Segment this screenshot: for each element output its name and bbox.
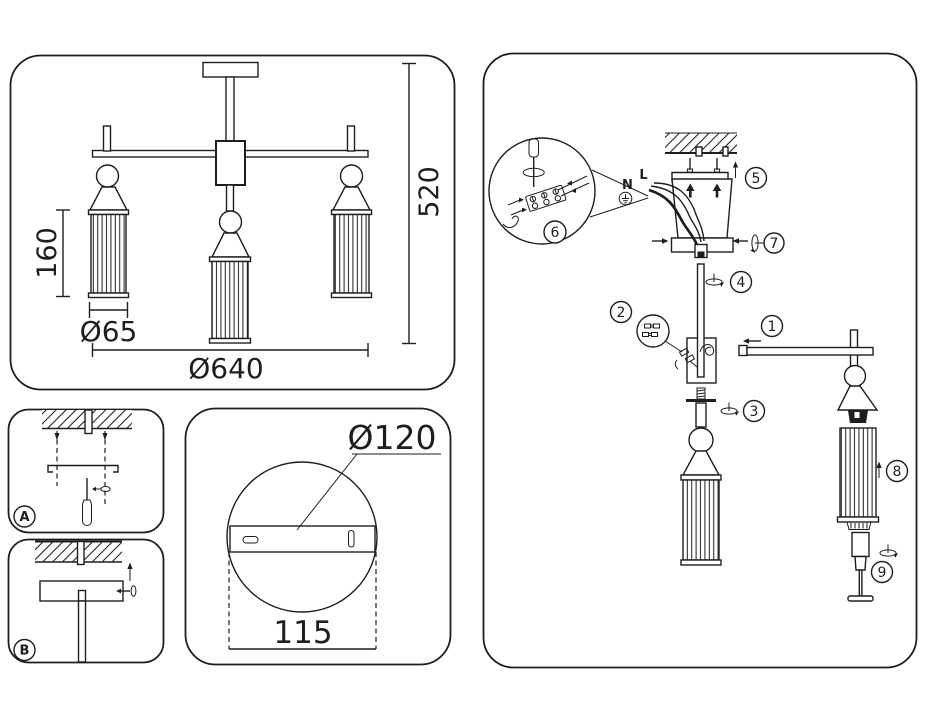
up-arrow-icon [876, 461, 882, 468]
coiled-wire [699, 344, 715, 356]
down-arrow-icon [102, 433, 108, 441]
socket-thread [846, 521, 872, 530]
step-2-connectors [636, 314, 715, 370]
canopy-circle [226, 461, 378, 613]
hanging-rod-b-upper [76, 540, 85, 566]
ceiling-plate [202, 61, 259, 78]
alignment-guides [54, 431, 108, 505]
mounting-bracket-a [47, 464, 119, 473]
wire-neutral-label: N [622, 178, 633, 193]
step-5-badge [744, 166, 768, 190]
shade-body [839, 427, 877, 518]
push-in-arrows [652, 238, 748, 244]
step-7-label: 7 [770, 236, 779, 252]
dim-total-diameter: Ø640 [91, 343, 369, 385]
ceiling-hatch-assembly [665, 132, 737, 157]
dim-shade-diameter: Ø65 [80, 302, 138, 348]
dim-total-diameter-label: Ø640 [188, 352, 263, 385]
bulb-disc [847, 595, 874, 602]
ground-icon [618, 191, 633, 206]
screw-icon [116, 585, 137, 597]
step-3-badge [742, 399, 766, 423]
step-6-label: 6 [551, 225, 560, 241]
step-1-label: 1 [768, 319, 777, 335]
lamp-left [87, 125, 130, 299]
step-5-label: 5 [752, 171, 761, 187]
step-4-badge [729, 270, 753, 294]
connector-pair [674, 347, 698, 370]
lamp-middle [208, 184, 252, 344]
step-6-badge [543, 220, 567, 244]
detail-b-badge [13, 638, 36, 662]
slot-vertical [348, 530, 355, 548]
terminal-block-icon [525, 184, 567, 212]
canopy-assembly [648, 178, 764, 259]
hanging-rod-b-lower [77, 600, 87, 663]
wire-live-label: L [639, 168, 647, 183]
step-1-badge [760, 314, 784, 338]
lamp-right [330, 125, 373, 299]
step-5-arrow [732, 161, 739, 178]
rod-tenon [77, 589, 87, 602]
bulb-base [851, 531, 870, 558]
detail-circle-wiring: 6 [488, 137, 596, 245]
step-9-badge [870, 560, 894, 584]
wire-ends-left [502, 197, 527, 229]
chandelier-drawing [87, 61, 373, 344]
step-3-lamp-body [680, 387, 740, 566]
step-9-bulb [847, 531, 899, 602]
screw-icon [92, 485, 111, 493]
dim-total-height-label: 520 [414, 166, 445, 218]
screwdriver-icon [522, 138, 545, 187]
detail-a-badge [13, 505, 36, 528]
panel-detail-a: A [7, 408, 165, 534]
step-2-badge [609, 300, 633, 324]
push-up-arrow-icon [712, 183, 722, 191]
arm-bar [746, 346, 874, 356]
detail-b-badge-label: B [20, 644, 30, 659]
panel-front-view: 160 Ø65 520 Ø640 [9, 54, 456, 391]
center-hub [215, 140, 246, 186]
down-arrow-icon [54, 433, 60, 441]
step-9-label: 9 [878, 565, 887, 581]
arm-tip [738, 344, 748, 357]
dim-hole-spacing: 115 [228, 552, 377, 651]
slot-horizontal [242, 536, 259, 544]
panel-canopy-view: Ø120 115 [184, 407, 452, 666]
step-7-badge [763, 232, 785, 254]
wire-junction: N L [618, 168, 648, 206]
dim-hole-spacing-label: 115 [273, 615, 332, 651]
dim-total-height: 520 [402, 62, 445, 345]
panel-assembly: 6 N L [482, 52, 918, 669]
screwdriver-icon [82, 478, 92, 526]
ceiling-slot [695, 146, 703, 157]
step-8-shade [836, 364, 882, 530]
mounting-bar [229, 525, 376, 553]
up-arrow-icon [127, 562, 133, 581]
step-2-label: 2 [617, 305, 626, 321]
wire-ends-right [557, 175, 590, 197]
step-8-label: 8 [893, 464, 902, 480]
step-1-arm [738, 329, 874, 367]
detail-circle-connector [636, 314, 670, 348]
hanging-rod-a [84, 409, 93, 435]
dim-shade-height: 160 [32, 209, 70, 298]
panel-detail-b: B [7, 538, 165, 664]
mains-wires [648, 182, 705, 246]
dim-shade-height-label: 160 [32, 227, 63, 279]
step-3-label: 3 [750, 404, 759, 420]
dim-canopy-diameter-label: Ø120 [348, 418, 437, 457]
insert-arrow-icon [743, 338, 749, 344]
detail-a-badge-label: A [19, 510, 29, 525]
dim-canopy-diameter: Ø120 [296, 418, 441, 531]
dim-shade-diameter-label: Ø65 [80, 315, 138, 348]
connector-glyphs [642, 323, 660, 337]
step-8-badge [885, 459, 909, 483]
step-4-label: 4 [737, 275, 746, 291]
down-rod [696, 263, 705, 378]
push-up-arrow-icon [686, 183, 695, 191]
ceiling-slot [722, 146, 729, 157]
